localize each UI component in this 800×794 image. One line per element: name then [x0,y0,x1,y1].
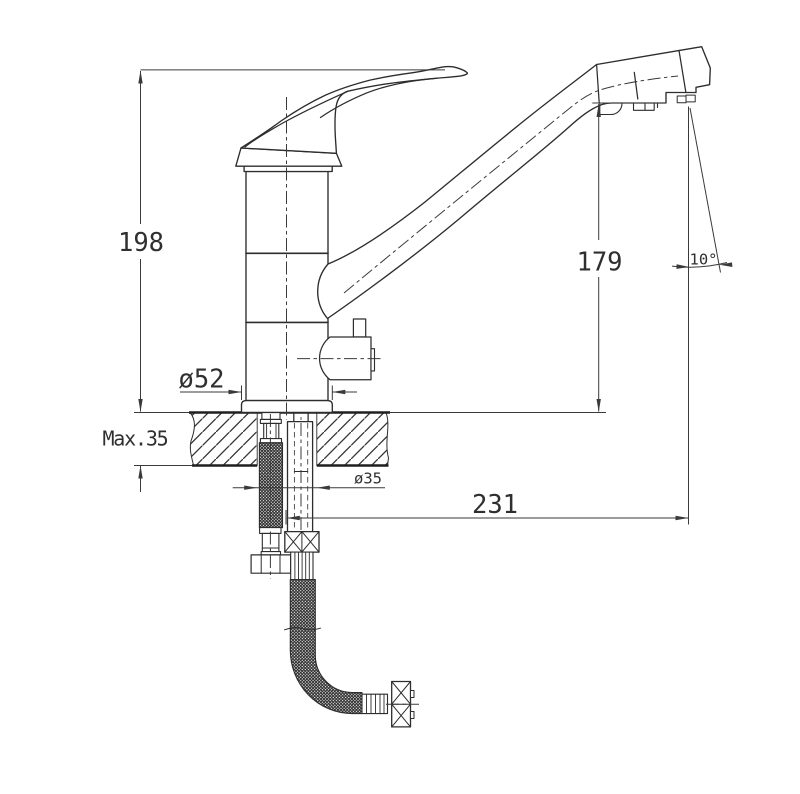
hose-right-neck [293,411,309,423]
spout-head-left-joint [595,63,600,104]
spout-aerator-details [599,94,696,116]
hose-right-end-nut-tab-top [410,690,415,698]
hose-left-top-tube [261,411,281,420]
hose-left-tube-inner-lines [266,422,277,440]
dim-angle-arrow-right [719,262,733,267]
countertop-cross-section [134,411,606,467]
hose-right-end-nut-tab-bottom [410,711,415,719]
hose-left-braid [258,442,284,529]
hose-right-end-nut-cross-marks [391,681,411,728]
hose-right-braid-bend [289,578,363,715]
faucet [235,46,711,420]
hose-right-ferrule [290,551,314,581]
dim-label-dia52: ø52 [178,365,224,395]
dim-label-179: 179 [576,248,622,278]
dimension-total-height: 198 [118,69,445,412]
dimension-counter-thickness: Max.35 [102,427,169,492]
hose-right-top-nut-cross-marks [284,531,320,553]
hose-left-collar2 [259,438,283,444]
cap-band [243,165,333,173]
dim-198-arrow-top [138,70,143,84]
dim-dia35-arrow-left [244,485,258,490]
dim-179-arrow-top [596,104,601,117]
dim-dia52-arrow-left [228,389,242,395]
dim-179-arrow-bottom [596,399,601,412]
dim-dia52-extension-lines [241,385,333,400]
dimension-spout-reach: 231 [285,106,689,525]
dimension-base-diameter: ø52 [178,365,357,400]
hose-left-hex-nut [250,554,292,574]
counter-left-block [190,412,258,466]
dimension-hole-diameter: ø35 [232,470,385,490]
dim-198-arrow-bottom [138,399,143,412]
spout-head-joint2 [633,71,639,100]
dim-label-231: 231 [472,490,518,520]
faucet-spout [317,46,711,320]
dimensions: 198 179 231 10° [102,69,733,525]
dim-angle-arrow-left [676,264,690,269]
lever-handle [240,66,469,154]
hose-right-end-ferrule [361,693,389,715]
supply-hose-left [250,411,292,579]
dimension-outlet-angle: 10° [671,107,733,273]
mounting-hole-edges [256,412,318,466]
hose-right-break-tick [284,627,321,631]
aerator-detail-rect2 [685,94,696,103]
side-outlet-cap [370,348,376,372]
aerator-tab [599,102,623,116]
hose-right-shank-tube [286,420,314,533]
body-joint-lines [245,252,329,324]
hose-right-top-nut [284,530,320,553]
dim-dia52-arrow-right [332,389,346,395]
hose-left-hex-nut-flats [260,554,281,574]
side-outlet [297,318,382,381]
dim-label-max35: Max.35 [102,427,167,451]
spout-centerline [343,75,679,294]
aerator-detail-rect1 [676,95,687,104]
dim-231-arrow-left [286,515,300,521]
dim-label-dia35: ø35 [354,470,382,488]
supply-hose-right [284,399,419,728]
dim-max35-arrow [138,465,143,479]
lever-handle-crease [244,90,349,148]
side-outlet-pipe [352,318,367,338]
dimension-spout-height: 179 [576,102,666,412]
hose-right-ferrule-ribs [294,551,310,580]
dim-231-arrow-right [675,515,689,521]
dim-angle-slanted-line [689,107,721,273]
dim-dia35-arrow-right [316,485,330,490]
hose-right-end-ferrule-ribs [366,693,385,715]
counter-right-block [316,412,389,466]
dim-label-198: 198 [118,228,164,258]
spout-head-joint1 [678,49,687,94]
lever-handle-crease2 [319,77,438,119]
hose-left-tube-mid [263,422,280,440]
counter-break-edge-right [385,412,389,466]
aerator-insert [632,102,659,111]
dim-label-10deg: 10° [690,251,718,269]
counter-break-edge-left [189,412,195,466]
